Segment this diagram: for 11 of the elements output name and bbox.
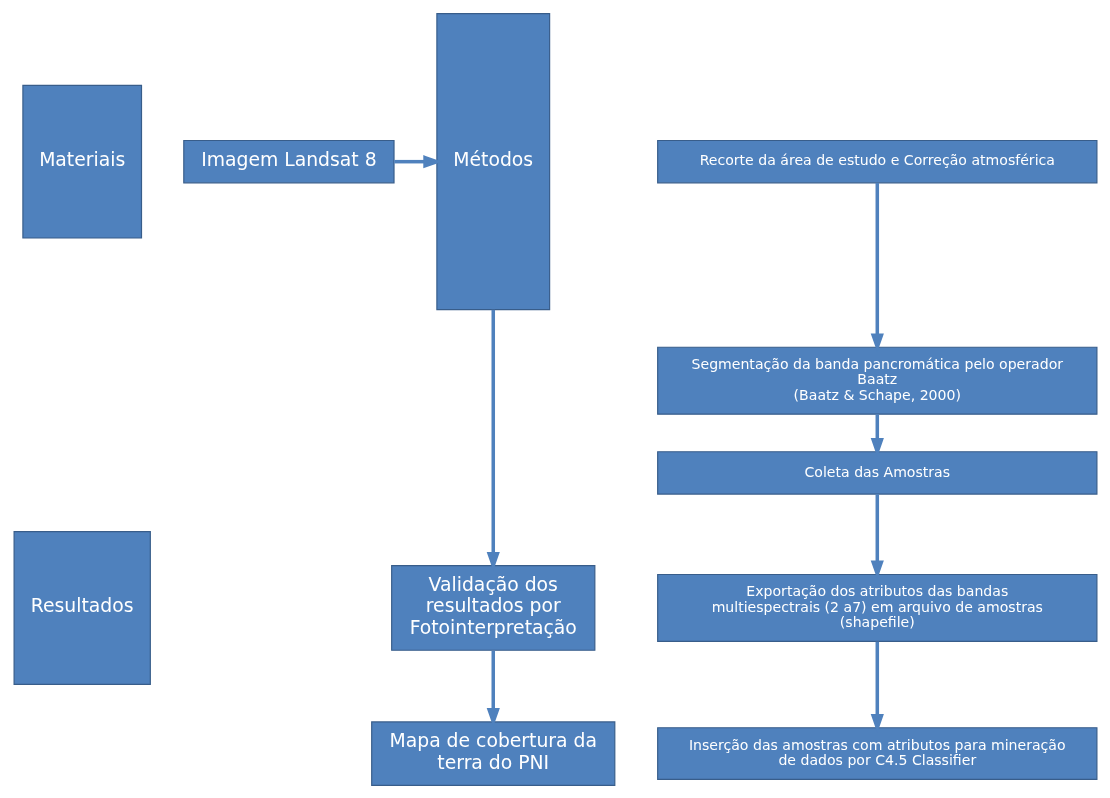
node-box: Coleta das Amostras bbox=[656, 450, 1097, 495]
node-box: Validação dos resultados por Fotointerpretação bbox=[390, 564, 595, 651]
node-box: Exportação dos atributos das bandas multiespectrais (2 a7) em arquivo de amostras (shapefile) bbox=[656, 573, 1097, 642]
node-box: Resultados bbox=[13, 530, 151, 685]
node-box: Materiais bbox=[21, 84, 142, 239]
node-box: Métodos bbox=[435, 12, 550, 310]
node-box: Inserção das amostras com atributos para mineração de dados por C4.5 Classifier bbox=[656, 726, 1097, 780]
node-box: Mapa de cobertura da terra do PNI bbox=[370, 720, 615, 786]
node-box: Segmentação da banda pancromática pelo operador Baatz (Baatz & Schape, 2000) bbox=[656, 346, 1097, 415]
node-box: Imagem Landsat 8 bbox=[182, 139, 395, 183]
node-box: Recorte da área de estudo e Correção atmosférica bbox=[656, 139, 1097, 183]
